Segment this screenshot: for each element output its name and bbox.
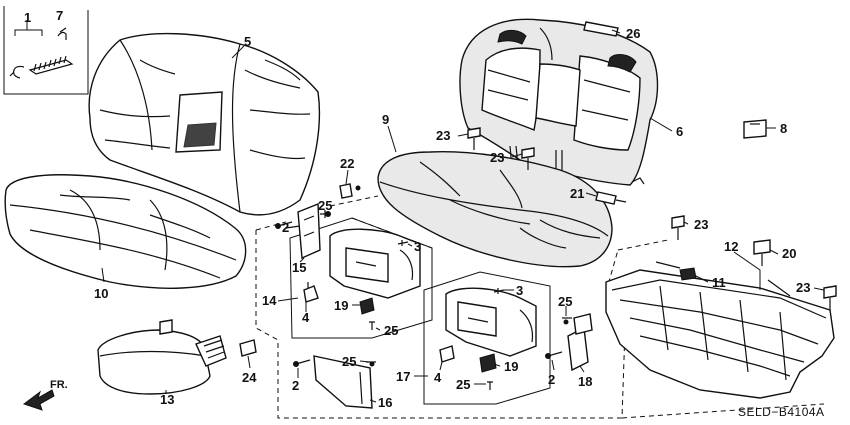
callout-7: 7 xyxy=(56,8,63,23)
clip-19a xyxy=(359,297,375,315)
callout-17: 17 xyxy=(396,369,410,384)
callout-19-a: 19 xyxy=(334,298,348,313)
hinge-bracket xyxy=(285,202,331,260)
callout-labels: 1 7 5 26 6 8 9 23 23 22 21 23 12 20 11 2… xyxy=(24,8,810,410)
callout-21: 21 xyxy=(570,186,584,201)
callout-25-b: 25 xyxy=(384,323,398,338)
callout-9: 9 xyxy=(382,112,389,127)
bolt-2c xyxy=(545,351,563,359)
callout-25-a: 25 xyxy=(318,198,332,213)
bolt-24 xyxy=(239,339,257,357)
callout-14: 14 xyxy=(262,293,277,308)
callout-2-a: 2 xyxy=(282,220,289,235)
clip-7-part xyxy=(57,27,67,40)
lid-holder-4a xyxy=(303,282,319,303)
callout-22: 22 xyxy=(340,156,354,171)
bolt-22 xyxy=(339,183,361,199)
hook-clip-part xyxy=(9,65,25,79)
seat-back-trim-cover xyxy=(88,32,321,216)
callout-4-a: 4 xyxy=(302,310,310,325)
label-plate-26 xyxy=(583,21,619,37)
bolt-23b xyxy=(521,147,535,170)
callout-23-b: 23 xyxy=(490,150,504,165)
callout-2-c: 2 xyxy=(548,372,555,387)
reference-code: SELD−B4104A xyxy=(738,405,825,419)
callout-2-b: 2 xyxy=(292,378,299,393)
seat-cushion-trim-cover xyxy=(4,174,247,289)
inset-box xyxy=(3,6,89,95)
callout-19-b: 19 xyxy=(504,359,518,374)
side-cover xyxy=(563,313,593,372)
bolt-20 xyxy=(753,239,771,266)
callout-18: 18 xyxy=(578,374,592,389)
callout-12: 12 xyxy=(724,239,738,254)
callout-26: 26 xyxy=(626,26,640,41)
callout-1: 1 xyxy=(24,10,31,25)
callout-23-a: 23 xyxy=(436,128,450,143)
callout-24: 24 xyxy=(242,370,257,385)
callout-4-b: 4 xyxy=(434,370,442,385)
seat-back-pad xyxy=(459,18,659,186)
clip-8 xyxy=(743,119,767,139)
ski-through-box-upper xyxy=(329,228,421,299)
callout-23-d: 23 xyxy=(796,280,810,295)
callout-13: 13 xyxy=(160,392,174,407)
callout-leaders xyxy=(101,29,825,403)
bolt-2a xyxy=(275,221,293,229)
callout-10: 10 xyxy=(94,286,108,301)
callout-25-d: 25 xyxy=(342,354,356,369)
cover-plate xyxy=(313,355,375,409)
hog-ring-strip-part xyxy=(28,55,74,75)
lid-holder-4b xyxy=(439,345,455,363)
front-direction-arrow: FR. xyxy=(22,379,68,411)
screw-25a xyxy=(320,210,330,218)
clip-19b xyxy=(479,353,497,373)
callout-5: 5 xyxy=(244,34,251,49)
screw-25b xyxy=(369,321,375,330)
callout-20: 20 xyxy=(782,246,796,261)
bolt-23d xyxy=(823,285,837,310)
callout-3-b: 3 xyxy=(516,283,523,298)
bolt-21 xyxy=(595,191,627,205)
callout-11: 11 xyxy=(712,275,726,290)
seat-cushion-pad xyxy=(377,151,613,268)
group-frame xyxy=(255,195,825,419)
armrest-box-frame xyxy=(289,217,433,339)
armrest xyxy=(97,319,227,395)
screw-25e xyxy=(487,381,493,390)
pass-through-box-frame xyxy=(423,271,551,405)
callout-3-a: 3 xyxy=(414,239,421,254)
bolt-23c xyxy=(671,215,685,240)
callout-15: 15 xyxy=(292,260,306,275)
ski-through-box-lower xyxy=(445,287,537,357)
callout-8: 8 xyxy=(780,121,787,136)
bolt-2b xyxy=(293,359,311,367)
callout-25-c: 25 xyxy=(558,294,572,309)
callout-25-e: 25 xyxy=(456,377,470,392)
screw-3a xyxy=(397,240,409,246)
callout-16: 16 xyxy=(378,395,392,410)
callout-23-c: 23 xyxy=(694,217,708,232)
direction-label: FR. xyxy=(50,379,68,391)
callout-6: 6 xyxy=(676,124,683,139)
bolt-23a xyxy=(467,127,481,150)
screw-3b xyxy=(493,288,505,294)
seat-frame xyxy=(605,261,835,399)
